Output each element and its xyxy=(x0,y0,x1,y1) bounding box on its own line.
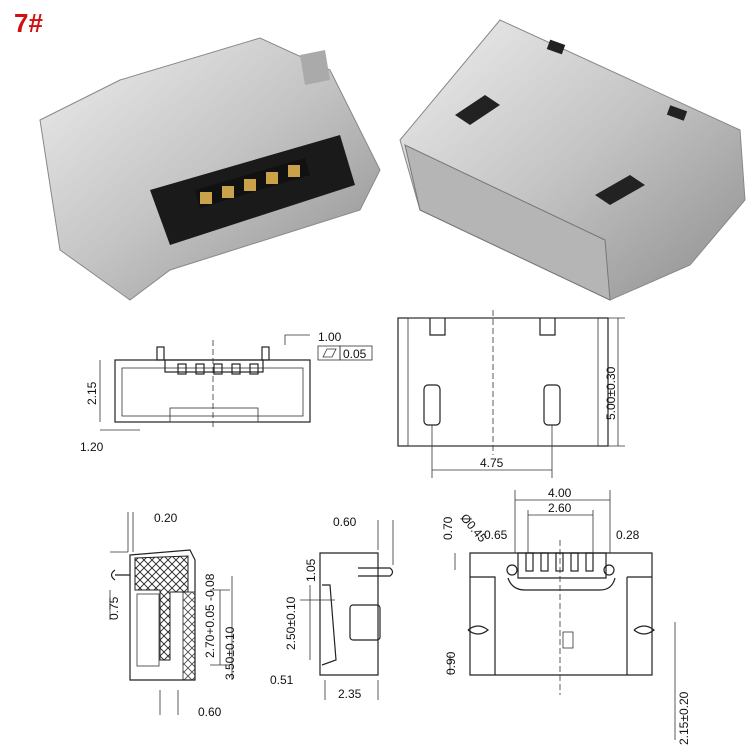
pcb-view-drawing: 4.00 2.60 0.70 Ø0.45 0.65 0.28 0.90 2.15… xyxy=(441,486,691,745)
dim-pcb-0-70: 0.70 xyxy=(441,516,455,540)
dim-side-0-60: 0.60 xyxy=(333,515,357,529)
dim-section-0-20: 0.20 xyxy=(154,511,178,525)
dim-side-1-05: 1.05 xyxy=(304,558,318,582)
connector-photo-front xyxy=(39,37,381,301)
dim-front-1-00: 1.00 xyxy=(318,330,342,344)
dim-pcb-0-28: 0.28 xyxy=(616,528,640,542)
dim-side-2-50: 2.50±0.10 xyxy=(284,596,298,650)
section-view-drawing: 0.20 0.75 2.70+0.05 -0.08 3.50±0.10 0.60 xyxy=(107,511,237,719)
connector-photo-top xyxy=(399,19,746,301)
dim-front-0-05: 0.05 xyxy=(343,347,367,361)
dim-top-5-00: 5.00±0.30 xyxy=(604,366,618,420)
front-view-drawing: 1.00 0.05 2.15 1.20 xyxy=(80,330,373,454)
dim-section-2-70: 2.70+0.05 -0.08 xyxy=(203,573,217,658)
product-label: 7# xyxy=(14,8,43,38)
dim-side-0-51: 0.51 xyxy=(270,673,294,687)
dim-section-3-50: 3.50±0.10 xyxy=(223,626,237,680)
dim-pcb-2-15: 2.15±0.20 xyxy=(677,691,691,745)
dim-front-1-20: 1.20 xyxy=(80,440,104,454)
dim-side-2-35: 2.35 xyxy=(338,687,362,701)
dim-section-0-75: 0.75 xyxy=(107,596,121,620)
dim-section-0-60: 0.60 xyxy=(198,705,222,719)
dim-front-2-15: 2.15 xyxy=(85,381,99,405)
dim-pcb-0-90: 0.90 xyxy=(444,651,458,675)
dim-top-4-75: 4.75 xyxy=(480,456,504,470)
dim-pcb-0-65: 0.65 xyxy=(484,528,508,542)
dim-pcb-4-00: 4.00 xyxy=(548,486,572,500)
dim-pcb-2-60: 2.60 xyxy=(548,501,572,515)
top-view-drawing: 5.00±0.30 4.75 xyxy=(397,310,625,478)
side-view-drawing: 0.60 1.05 2.50±0.10 0.51 2.35 xyxy=(270,515,394,701)
